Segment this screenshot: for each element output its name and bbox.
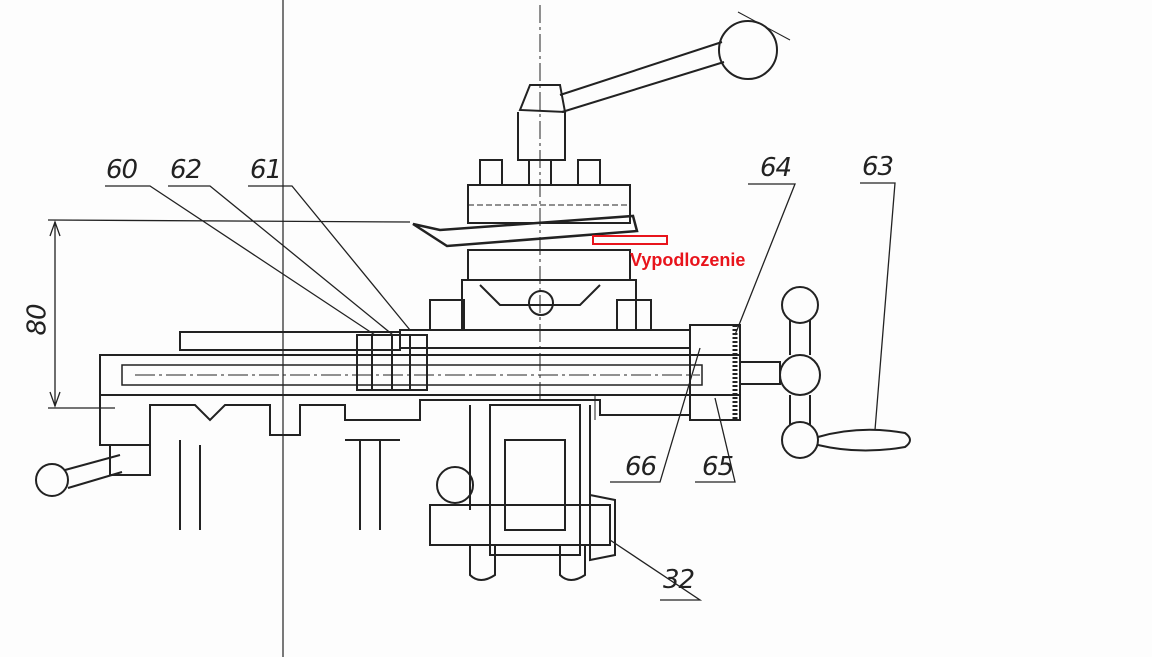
- part-label-65: 65: [702, 452, 734, 482]
- part-label-61: 61: [250, 155, 282, 185]
- leader-lines: [105, 182, 896, 601]
- part-label-60: 60: [106, 155, 138, 185]
- tool-post: [399, 159, 691, 349]
- handwheel: [689, 286, 911, 459]
- shim-annotation-label: Vypodlozenie: [630, 250, 746, 270]
- clamping-lever: [517, 11, 791, 161]
- shim-outline: [412, 214, 639, 248]
- cross-slide: [99, 331, 741, 530]
- part-label-66: 66: [625, 452, 657, 482]
- part-label-32: 32: [663, 565, 695, 595]
- dimension-label: 80: [22, 304, 53, 336]
- part-label-64: 64: [760, 153, 792, 183]
- part-label-62: 62: [170, 155, 202, 185]
- shim-highlight-box: [592, 235, 668, 245]
- left-lever: [35, 444, 151, 497]
- dimension-80: [47, 219, 411, 409]
- apron: [429, 404, 616, 581]
- part-label-63: 63: [862, 152, 894, 182]
